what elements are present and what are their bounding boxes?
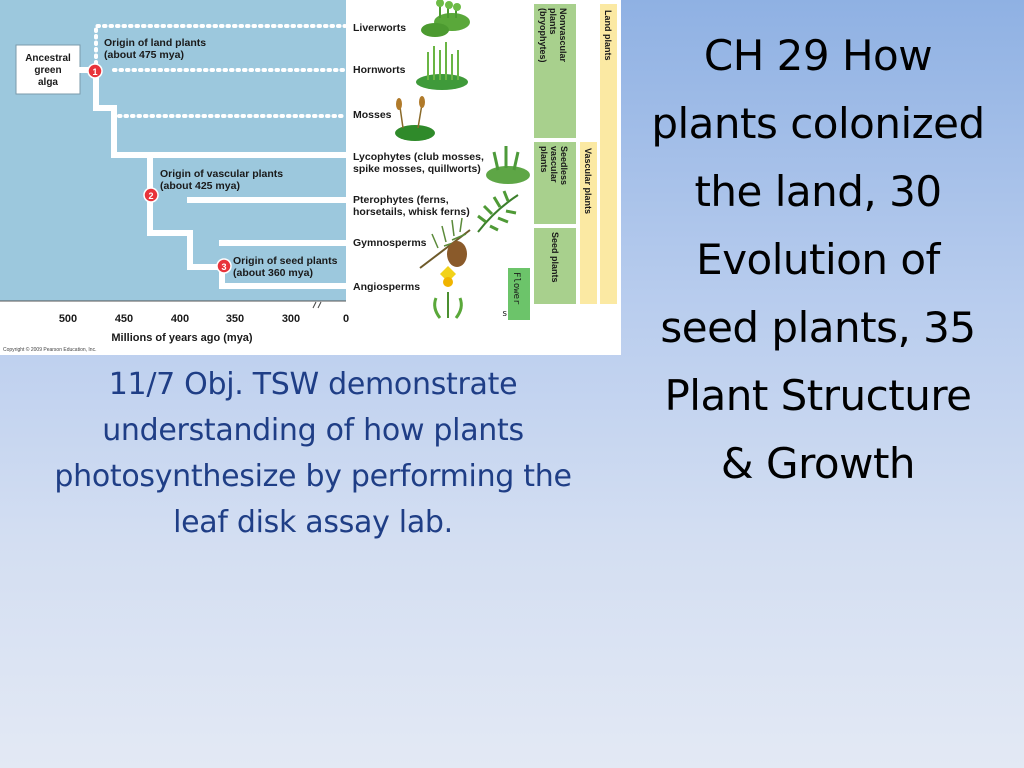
ancestor-label-2: green (34, 65, 61, 76)
taxon-gymnosperms: Gymnosperms (353, 237, 427, 249)
event-number-1: 1 (92, 67, 97, 77)
gymnosperm-illustration (419, 217, 471, 269)
angiosperm-illustration (433, 266, 463, 319)
ancestor-box (15, 44, 81, 95)
phylogeny-svg: Ancestral green alga 1 Origin of land pl… (0, 0, 617, 353)
event-marker-1 (87, 63, 103, 79)
moss-illustration (395, 96, 435, 141)
taxon-angiosperms: Angiosperms (353, 281, 420, 293)
vascular-plants-bar (580, 142, 597, 304)
flower-bar (508, 268, 530, 320)
land-plants-bar (600, 4, 617, 304)
event-number-2: 2 (148, 191, 153, 201)
taxon-pterophytes-1: Pterophytes (ferns, (353, 194, 449, 206)
nonvascular-label-1: Nonvascular (558, 8, 568, 63)
tick-label-350: 350 (226, 313, 244, 325)
tick-label-500: 500 (59, 313, 77, 325)
tree-dotted-branches (94, 24, 347, 118)
axis-label: Millions of years ago (mya) (111, 332, 253, 344)
taxon-hornworts: Hornworts (353, 64, 406, 76)
event-number-3: 3 (221, 262, 226, 272)
event-label-3b: (about 360 mya) (233, 267, 313, 279)
liverwort-illustration (421, 0, 470, 37)
flower-label: Flower (511, 272, 521, 305)
event-label-1a: Origin of land plants (104, 37, 206, 49)
fern-illustration (477, 190, 519, 233)
nonvascular-label-2: plants (548, 8, 558, 35)
vascular-plants-label: Vascular plants (583, 148, 593, 214)
copyright-note: Copyright © 2009 Pearson Education, Inc. (3, 346, 96, 353)
slide-title: CH 29 How plants colonized the land, 30 … (651, 31, 985, 488)
phylogeny-figure: Ancestral green alga 1 Origin of land pl… (0, 0, 621, 355)
seedless-vascular-bar (534, 142, 576, 224)
seed-plants-bar (534, 228, 576, 304)
ancestor-label-3: alga (38, 77, 58, 88)
liverwort-branch (94, 24, 347, 72)
lycophyte-illustration (486, 146, 530, 184)
tick-label-400: 400 (171, 313, 189, 325)
event-marker-2 (143, 187, 159, 203)
taxon-lycophytes-2: spike mosses, quillworts) (353, 163, 481, 175)
event-label-3a: Origin of seed plants (233, 255, 338, 267)
event-label-1b: (about 475 mya) (104, 49, 184, 61)
event-marker-3 (216, 258, 232, 274)
seedless-label-2: vascular (549, 146, 559, 183)
tick-label-450: 450 (115, 313, 133, 325)
taxon-lycophytes-1: Lycophytes (club mosses, (353, 151, 484, 163)
land-plants-label: Land plants (603, 10, 613, 61)
nonvascular-label-3: (bryophytes) (538, 8, 548, 63)
nonvascular-bar (534, 4, 576, 138)
objective-text: 11/7 Obj. TSW demonstrate understanding … (54, 367, 572, 540)
event-label-2b: (about 425 mya) (160, 180, 240, 192)
hornwort-illustration (416, 42, 468, 90)
axis-break-mark (312, 301, 322, 309)
ancestor-label-1: Ancestral (25, 53, 71, 64)
moss-branch (112, 106, 347, 118)
seedless-label-1: Seedless (559, 146, 569, 185)
tick-label-300: 300 (282, 313, 300, 325)
flower-suffix: s (502, 309, 507, 319)
taxon-pterophytes-2: horsetails, whisk ferns) (353, 206, 470, 218)
seedless-label-3: plants (539, 146, 549, 173)
tick-label-0: 0 (343, 313, 349, 325)
taxon-mosses: Mosses (353, 109, 392, 121)
seed-plants-label: Seed plants (550, 232, 560, 283)
taxon-liverworts: Liverworts (353, 22, 406, 34)
event-label-2a: Origin of vascular plants (160, 168, 283, 180)
